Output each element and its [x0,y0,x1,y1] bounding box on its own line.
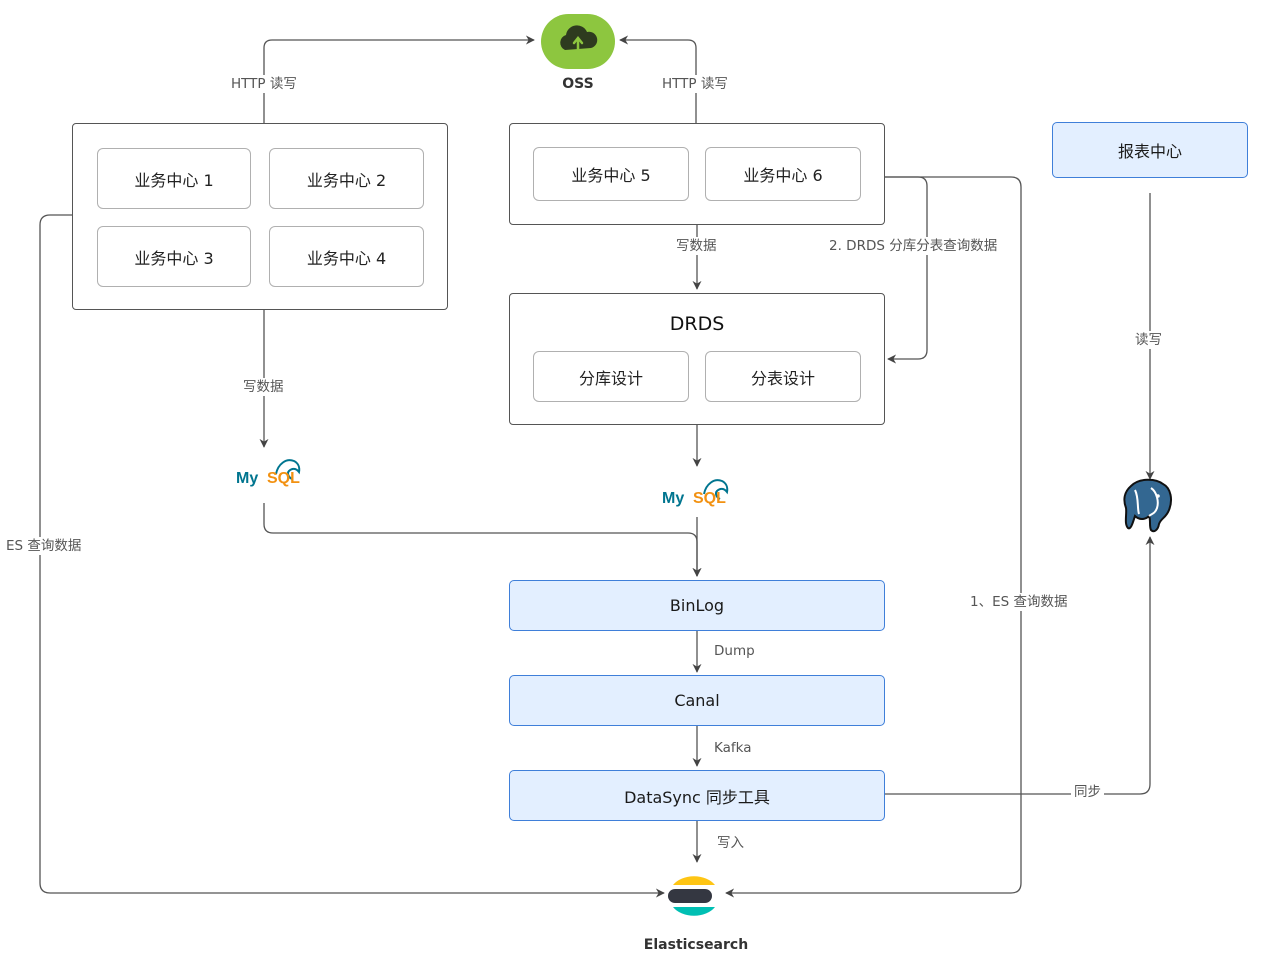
report-center[interactable]: 报表中心 [1052,122,1248,178]
business-center-3[interactable]: 业务中心 3 [97,226,251,287]
drds-title: DRDS [669,313,725,335]
business-center-5[interactable]: 业务中心 5 [533,147,689,201]
business-center-4[interactable]: 业务中心 4 [269,226,424,287]
edge-sync [885,536,1155,795]
mysql-my-text: My [662,490,685,507]
oss-cloud-icon [541,14,615,69]
mysql-logo-right: My SQL [660,472,736,512]
oss-label: OSS [562,76,594,92]
right-business-group: 业务中心 5 业务中心 6 [509,123,885,225]
dolphin-icon [703,479,729,500]
mysql-my-text: My [236,470,259,487]
dolphin-icon [275,459,301,480]
label-read-write: 读写 [1132,331,1165,349]
postgresql-elephant-icon [1123,478,1172,533]
datasync-node[interactable]: DataSync 同步工具 [509,770,885,821]
label-drds-query: 2. DRDS 分库分表查询数据 [826,237,1001,255]
mysql-sql-text: SQL [267,470,300,487]
drds-group: DRDS 分库设计 分表设计 [509,293,885,425]
mysql-sql-text: SQL [693,490,726,507]
label-dump: Dump [714,643,755,659]
label-es-query-right: 1、ES 查询数据 [967,593,1071,611]
label-kafka: Kafka [714,740,752,756]
label-es-query-left: ES 查询数据 [3,537,85,555]
canal-node[interactable]: Canal [509,675,885,726]
business-center-6[interactable]: 业务中心 6 [705,147,861,201]
elasticsearch-label: Elasticsearch [643,937,749,953]
label-http-right: HTTP 读写 [659,75,731,93]
edge-http-left [263,35,535,123]
label-sync: 同步 [1071,783,1104,801]
sharding-table-design[interactable]: 分表设计 [705,351,861,402]
label-write-data-left: 写数据 [240,378,287,396]
binlog-node[interactable]: BinLog [509,580,885,631]
left-business-group: 业务中心 1 业务中心 2 业务中心 3 业务中心 4 [72,123,448,310]
elasticsearch-logo-icon [668,876,715,916]
edge-mysql1-binlog [263,503,702,577]
business-center-1[interactable]: 业务中心 1 [97,148,251,209]
edge-http-right [619,35,697,123]
edge-drds-query [885,176,928,364]
label-write-data-right: 写数据 [673,237,720,255]
edge-es-query-right [725,176,1022,898]
sharding-db-design[interactable]: 分库设计 [533,351,689,402]
business-center-2[interactable]: 业务中心 2 [269,148,424,209]
label-write-in: 写入 [717,835,744,851]
mysql-logo-left: My SQL [232,452,308,492]
label-http-left: HTTP 读写 [228,75,300,93]
